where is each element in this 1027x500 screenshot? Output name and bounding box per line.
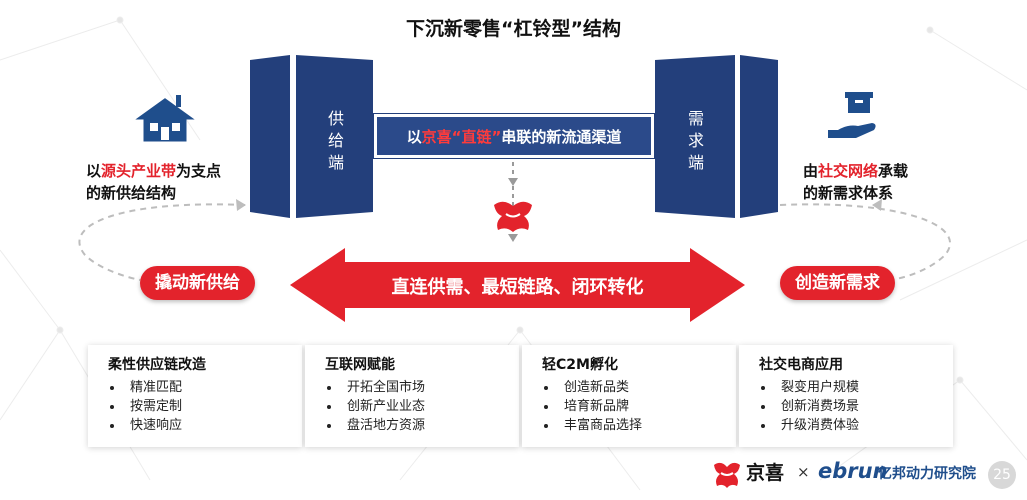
footer-brand-jingxi: 京喜: [746, 462, 785, 484]
card-item: 创新消费场景: [759, 397, 953, 416]
jingxi-logo-icon: [494, 201, 532, 232]
bar-prefix: 以: [406, 127, 422, 146]
card-item: 按需定制: [108, 397, 302, 416]
demand-block-label: 需求端: [685, 110, 704, 176]
bar-brand: 京喜: [421, 127, 452, 146]
bar-suffix: 串联的新流通渠道: [501, 127, 622, 146]
bar-quoted: “直链”: [451, 127, 502, 146]
supply-note-line2: 的新供给结构: [86, 184, 177, 202]
card-item: 精准匹配: [108, 378, 302, 397]
channel-bar: 以京喜“直链”串联的新流通渠道: [373, 113, 655, 159]
demand-note-suffix: 承载: [878, 162, 909, 180]
card-social-ecommerce: 社交电商应用 裂变用户规模 创新消费场景 升级消费体验: [739, 345, 953, 447]
card-c2m: 轻C2M孵化 创造新品类 培育新品牌 丰富商品选择: [522, 345, 736, 447]
supply-note-highlight: 源头产业带: [101, 162, 177, 180]
card-internet-empower: 互联网赋能 开拓全国市场 创新产业业态 盘活地方资源: [305, 345, 519, 447]
card-title: 轻C2M孵化: [542, 357, 618, 373]
card-item: 裂变用户规模: [759, 378, 953, 397]
card-item: 盘活地方资源: [325, 416, 519, 435]
footer-brand-research: 亿邦动力研究院: [878, 466, 976, 482]
supply-pill: 撬动新供给: [140, 266, 255, 300]
page-title: 下沉新零售“杠铃型”结构: [406, 18, 621, 40]
supply-note-prefix: 以: [86, 162, 102, 180]
double-arrow-shape: [290, 248, 745, 322]
channel-bar-text: 以京喜“直链”串联的新流通渠道: [377, 117, 651, 155]
hand-box-icon: [828, 92, 876, 138]
demand-note-highlight: 社交网络: [818, 162, 879, 180]
jingxi-footer-logo-icon: [714, 462, 740, 488]
footer-brand-ebrun: ebrun: [818, 459, 888, 483]
card-item: 快速响应: [108, 416, 302, 435]
arrow-text: 直连供需、最短链路、闭环转化: [391, 277, 644, 298]
card-title: 互联网赋能: [325, 357, 395, 373]
supply-block-label: 供给端: [325, 110, 344, 176]
demand-block-shape: [655, 55, 778, 218]
house-icon: [135, 95, 195, 142]
demand-pill: 创造新需求: [780, 266, 895, 300]
supply-note-suffix: 为支点: [176, 162, 222, 180]
card-item: 升级消费体验: [759, 416, 953, 435]
card-title: 柔性供应链改造: [108, 357, 206, 373]
card-flexible-supply: 柔性供应链改造 精准匹配 按需定制 快速响应: [88, 345, 302, 447]
right-cycle-dashed: [779, 203, 952, 281]
demand-note-prefix: 由: [803, 162, 819, 180]
demand-note-line2: 的新需求体系: [803, 184, 894, 202]
card-item: 创造新品类: [542, 378, 736, 397]
card-item: 丰富商品选择: [542, 416, 736, 435]
card-item: 开拓全国市场: [325, 378, 519, 397]
card-item: 创新产业业态: [325, 397, 519, 416]
supply-note: 以源头产业带为支点 的新供给结构: [86, 160, 221, 204]
card-title: 社交电商应用: [759, 357, 843, 373]
card-item: 培育新品牌: [542, 397, 736, 416]
footer-times: ×: [797, 463, 810, 481]
demand-note: 由社交网络承载 的新需求体系: [803, 160, 908, 204]
supply-block-shape: [250, 55, 373, 218]
page-number: 25: [988, 461, 1016, 489]
